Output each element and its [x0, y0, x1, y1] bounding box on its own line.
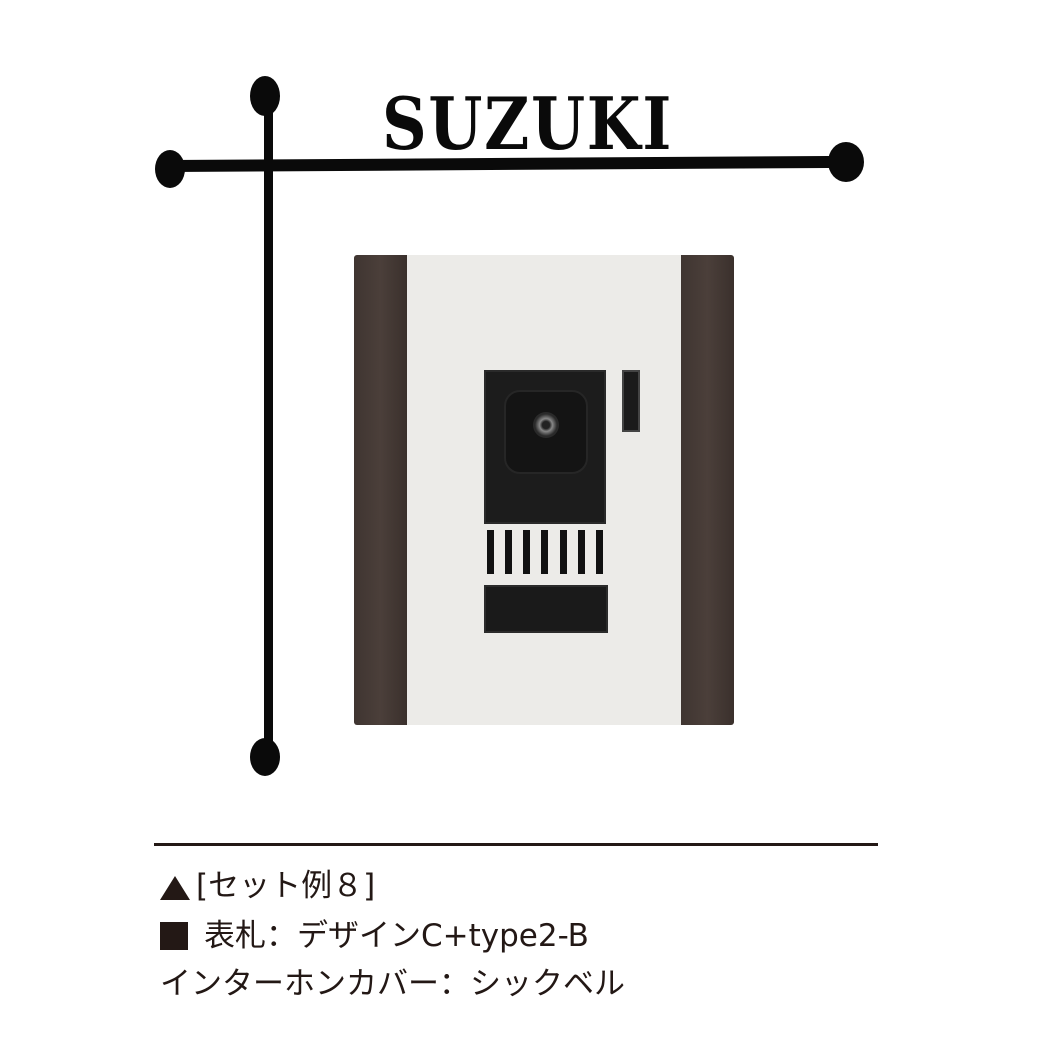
nameplate-knob-top [250, 76, 280, 116]
grille-slot [505, 530, 513, 574]
camera-housing [504, 390, 588, 474]
intercom-camera [484, 370, 606, 524]
caption-nameplate: 表札：デザインC+type2-B [160, 918, 589, 954]
grille-slot [595, 530, 603, 574]
nameplate-name: SUZUKI [382, 81, 674, 166]
grille-slot [541, 530, 549, 574]
caption-set-example: [セット例８] [160, 868, 375, 904]
intercom-trim-right [681, 255, 734, 725]
intercom-indicator [622, 370, 640, 432]
call-button [484, 585, 608, 633]
intercom-trim-left [354, 255, 407, 725]
caption-intercom-cover: インターホンカバー：シックベル [160, 966, 625, 1002]
grille-slot [523, 530, 531, 574]
caption-line-2: 表札：デザインC+type2-B [204, 918, 589, 954]
nameplate-knob-bottom [250, 738, 280, 776]
nameplate-vertical-bar [264, 95, 273, 755]
caption-line-1: [セット例８] [196, 868, 376, 904]
grille-slot [559, 530, 567, 574]
nameplate-knob-left [155, 150, 185, 188]
grille-slot [487, 530, 494, 574]
square-bullet-icon [160, 921, 188, 950]
triangle-icon [160, 875, 190, 900]
nameplate-knob-right [828, 142, 864, 182]
grille-slot [577, 530, 585, 574]
caption-line-3: インターホンカバー：シックベル [160, 966, 625, 1002]
caption-divider [154, 843, 878, 846]
intercom-cover-panel [354, 255, 734, 725]
speaker-grille [487, 530, 603, 574]
camera-lens-icon [533, 412, 559, 438]
